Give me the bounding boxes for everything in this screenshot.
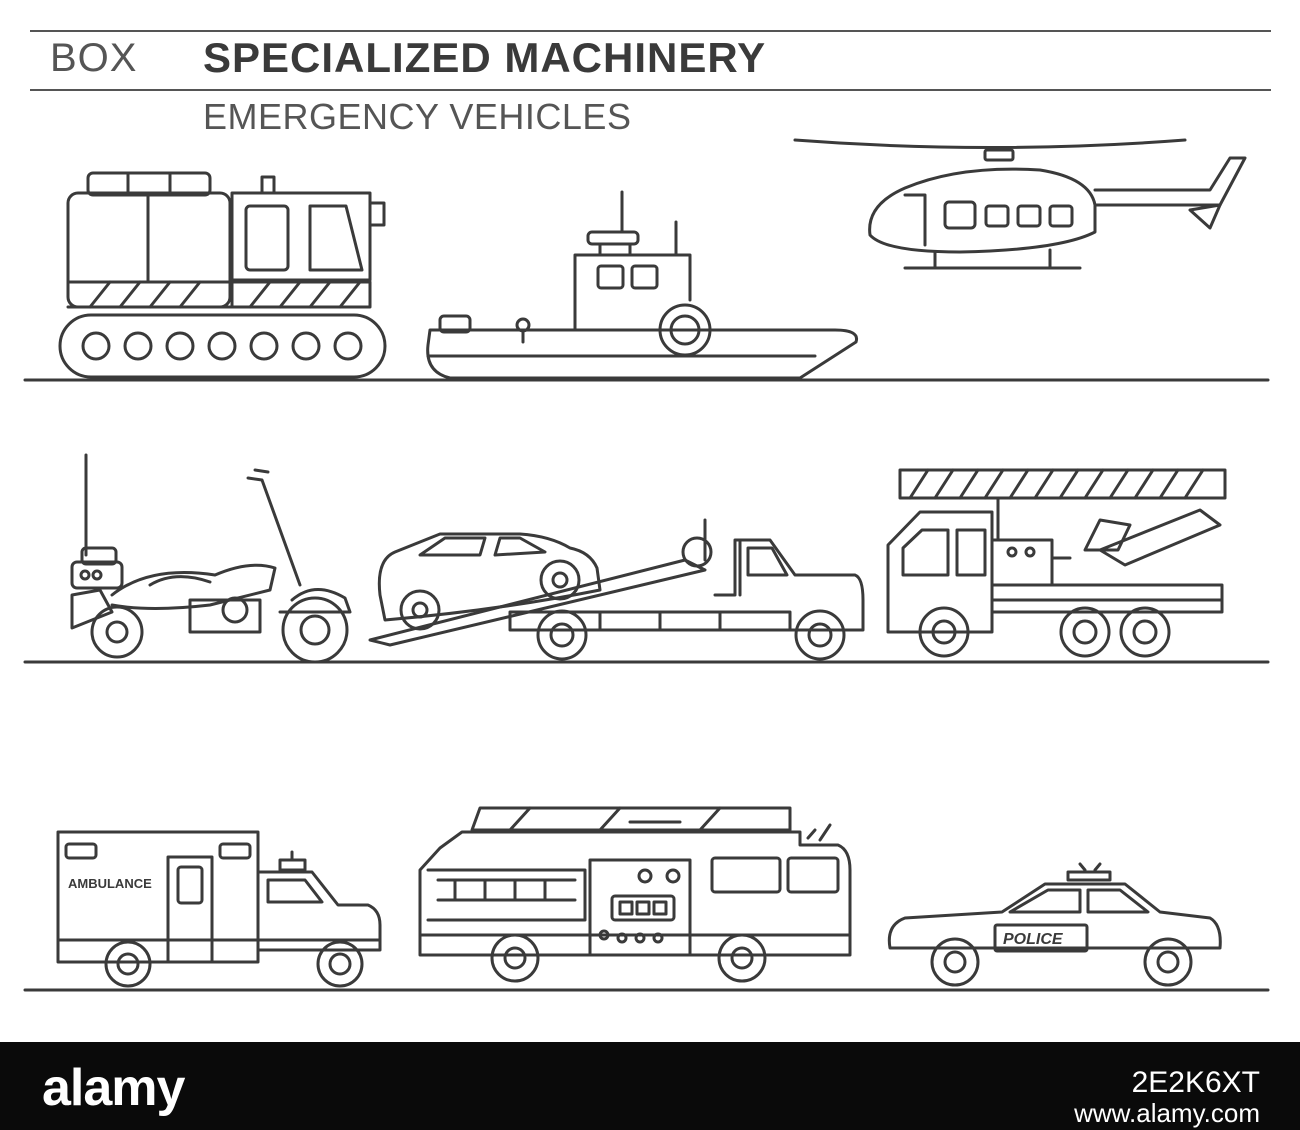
police-label: POLICE: [1003, 931, 1064, 948]
page-title: SPECIALIZED MACHINERY: [203, 34, 767, 81]
footer-image-id: 2E2K6XT: [1131, 1066, 1260, 1099]
header-top-rule: [30, 30, 1271, 32]
vehicle-illustrations: AMBULANCE POLICE: [23, 138, 1270, 992]
page-subtitle: EMERGENCY VEHICLES: [203, 96, 632, 137]
header-bottom-rule: [30, 89, 1271, 91]
header-box-label: BOX: [50, 36, 138, 80]
ambulance-label: AMBULANCE: [68, 876, 152, 891]
snowcat-icon: [58, 171, 387, 379]
police-car-icon: POLICE: [887, 862, 1222, 987]
ambulance-icon: AMBULANCE: [56, 830, 382, 988]
footer-url: www.alamy.com: [1074, 1098, 1260, 1128]
police-motorcycle-icon: [70, 453, 352, 664]
ladder-fire-truck-icon: [886, 468, 1227, 658]
footer-logo: alamy: [42, 1059, 185, 1117]
fire-engine-icon: [418, 806, 852, 983]
rescue-boat-icon: [426, 190, 859, 380]
helicopter-icon: [793, 138, 1247, 270]
footer-bar: [0, 1042, 1300, 1130]
tow-truck-icon: [368, 518, 865, 661]
